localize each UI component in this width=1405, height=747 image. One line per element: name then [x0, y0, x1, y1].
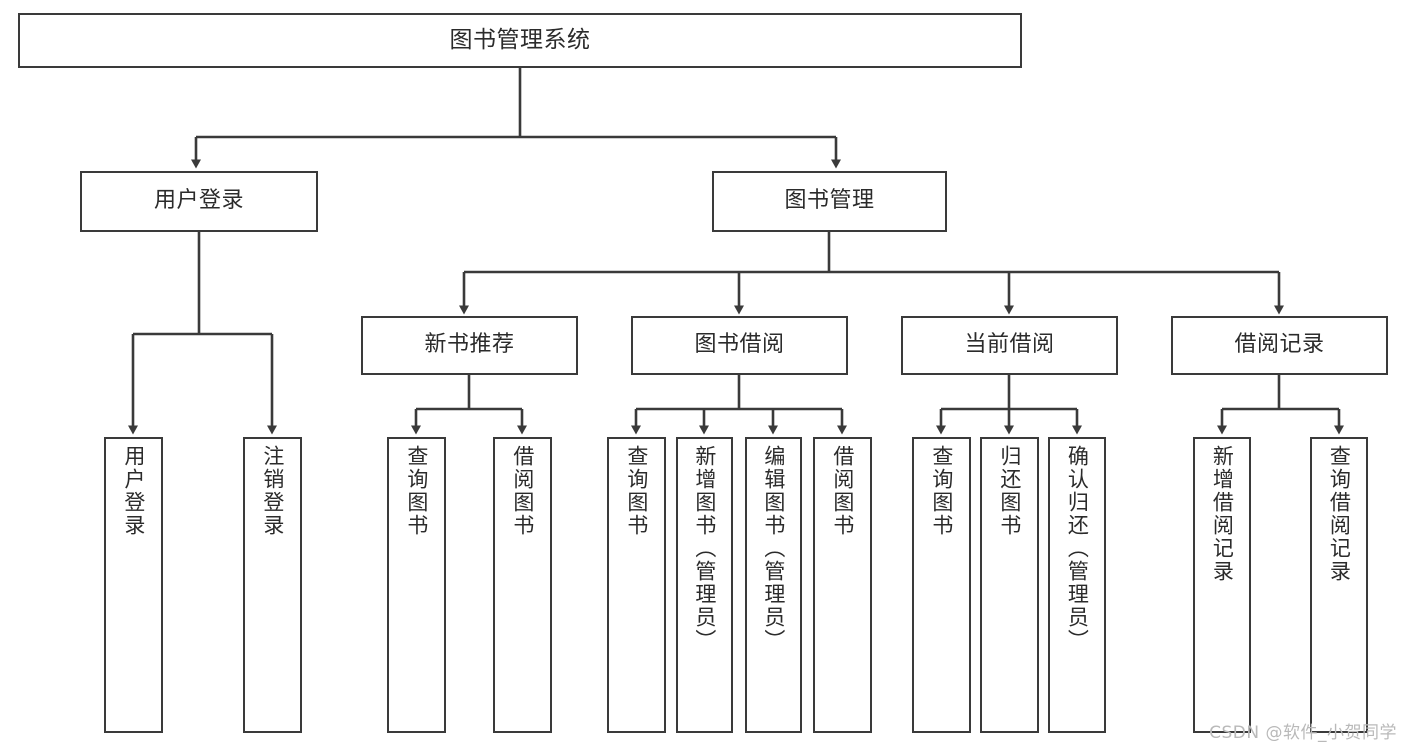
leaf-borrow-book[interactable]: 借阅图书 [813, 437, 872, 733]
node-label: 查询图书 [404, 445, 429, 537]
node-user-login[interactable]: 用户登录 [80, 171, 318, 232]
leaf-query-book-current[interactable]: 查询图书 [912, 437, 971, 733]
leaf-query-book-borrow[interactable]: 查询图书 [607, 437, 666, 733]
node-label: 用户登录 [121, 445, 146, 537]
node-label: 借阅图书 [510, 445, 535, 537]
leaf-query-book-recommend[interactable]: 查询图书 [387, 437, 446, 733]
leaf-add-book[interactable]: 新增图书（管理员） [676, 437, 733, 733]
leaf-query-borrow-record[interactable]: 查询借阅记录 [1310, 437, 1368, 733]
watermark-text: CSDN @软件_小贺同学 [1209, 723, 1397, 743]
node-label: 归还图书 [997, 445, 1022, 537]
leaf-confirm-return[interactable]: 确认归还（管理员） [1048, 437, 1106, 733]
node-label: 用户登录 [153, 188, 244, 214]
node-label: 图书借阅 [694, 332, 785, 358]
node-label: 查询图书 [929, 445, 954, 537]
node-borrow-record[interactable]: 借阅记录 [1171, 316, 1388, 375]
leaf-borrow-book-recommend[interactable]: 借阅图书 [493, 437, 552, 733]
node-label: 当前借阅 [964, 332, 1055, 358]
node-book-manage[interactable]: 图书管理 [712, 171, 947, 232]
leaf-user-login[interactable]: 用户登录 [104, 437, 163, 733]
node-label: 编辑图书（管理员） [761, 445, 786, 652]
node-label: 确认归还（管理员） [1065, 445, 1090, 652]
node-label: 查询借阅记录 [1327, 445, 1352, 583]
node-label: 查询图书 [624, 445, 649, 537]
node-book-borrow[interactable]: 图书借阅 [631, 316, 848, 375]
node-label: 注销登录 [260, 445, 285, 537]
leaf-return-book[interactable]: 归还图书 [980, 437, 1039, 733]
node-book-management-system[interactable]: 图书管理系统 [18, 13, 1022, 68]
node-label: 图书管理系统 [449, 26, 591, 53]
leaf-logout[interactable]: 注销登录 [243, 437, 302, 733]
node-label: 新书推荐 [424, 332, 515, 358]
leaf-edit-book[interactable]: 编辑图书（管理员） [745, 437, 802, 733]
node-label: 新增借阅记录 [1210, 445, 1235, 583]
node-label: 图书管理 [784, 188, 875, 214]
node-label: 借阅图书 [830, 445, 855, 537]
node-label: 借阅记录 [1234, 332, 1325, 358]
node-new-book-recommend[interactable]: 新书推荐 [361, 316, 578, 375]
node-current-borrow[interactable]: 当前借阅 [901, 316, 1118, 375]
leaf-add-borrow-record[interactable]: 新增借阅记录 [1193, 437, 1251, 733]
node-label: 新增图书（管理员） [692, 445, 717, 652]
